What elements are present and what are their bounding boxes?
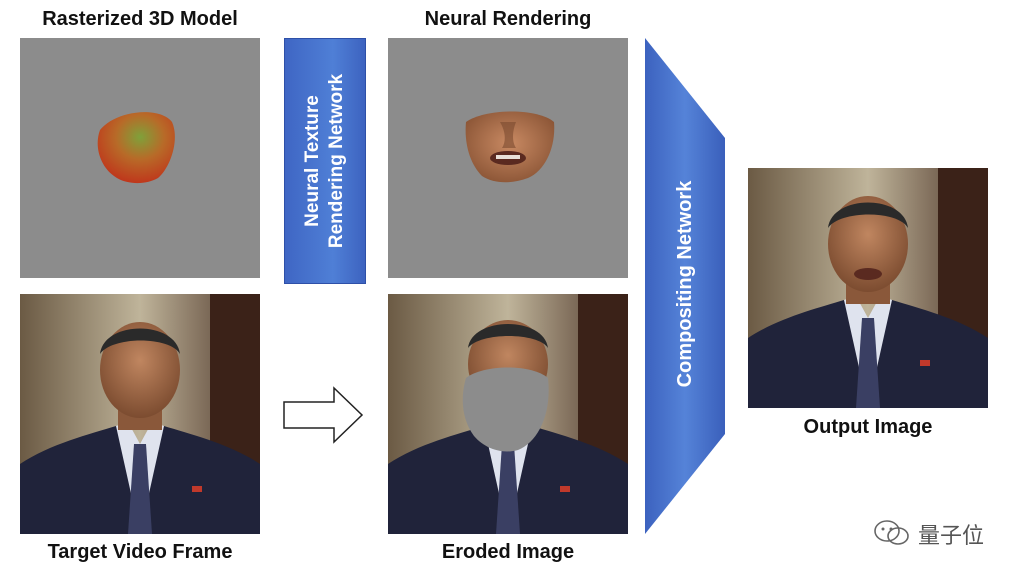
wechat-icon bbox=[872, 518, 912, 548]
eroded-image-label: Eroded Image bbox=[388, 541, 628, 564]
neural-texture-network-text: Neural Texture Rendering Network bbox=[301, 39, 349, 283]
eroded-image bbox=[388, 294, 628, 534]
network-text-line1: Neural Texture bbox=[301, 39, 325, 283]
output-image bbox=[748, 168, 988, 408]
rasterized-model-label: Rasterized 3D Model bbox=[20, 8, 260, 31]
target-video-frame-image bbox=[20, 294, 260, 534]
network-text-line2: Rendering Network bbox=[325, 39, 349, 283]
hollow-right-arrow bbox=[282, 386, 366, 444]
face-mesh-render bbox=[20, 38, 260, 278]
rendered-face-patch bbox=[388, 38, 628, 278]
compositing-network-text: Compositing Network bbox=[673, 159, 697, 409]
neural-texture-rendering-network-box: Neural Texture Rendering Network bbox=[284, 38, 366, 284]
rasterized-model-panel bbox=[20, 38, 260, 278]
neural-rendering-panel bbox=[388, 38, 628, 278]
target-video-frame-label: Target Video Frame bbox=[20, 541, 260, 564]
output-image-label: Output Image bbox=[748, 416, 988, 439]
neural-rendering-label: Neural Rendering bbox=[388, 8, 628, 31]
watermark-text: 量子位 bbox=[918, 518, 1008, 550]
